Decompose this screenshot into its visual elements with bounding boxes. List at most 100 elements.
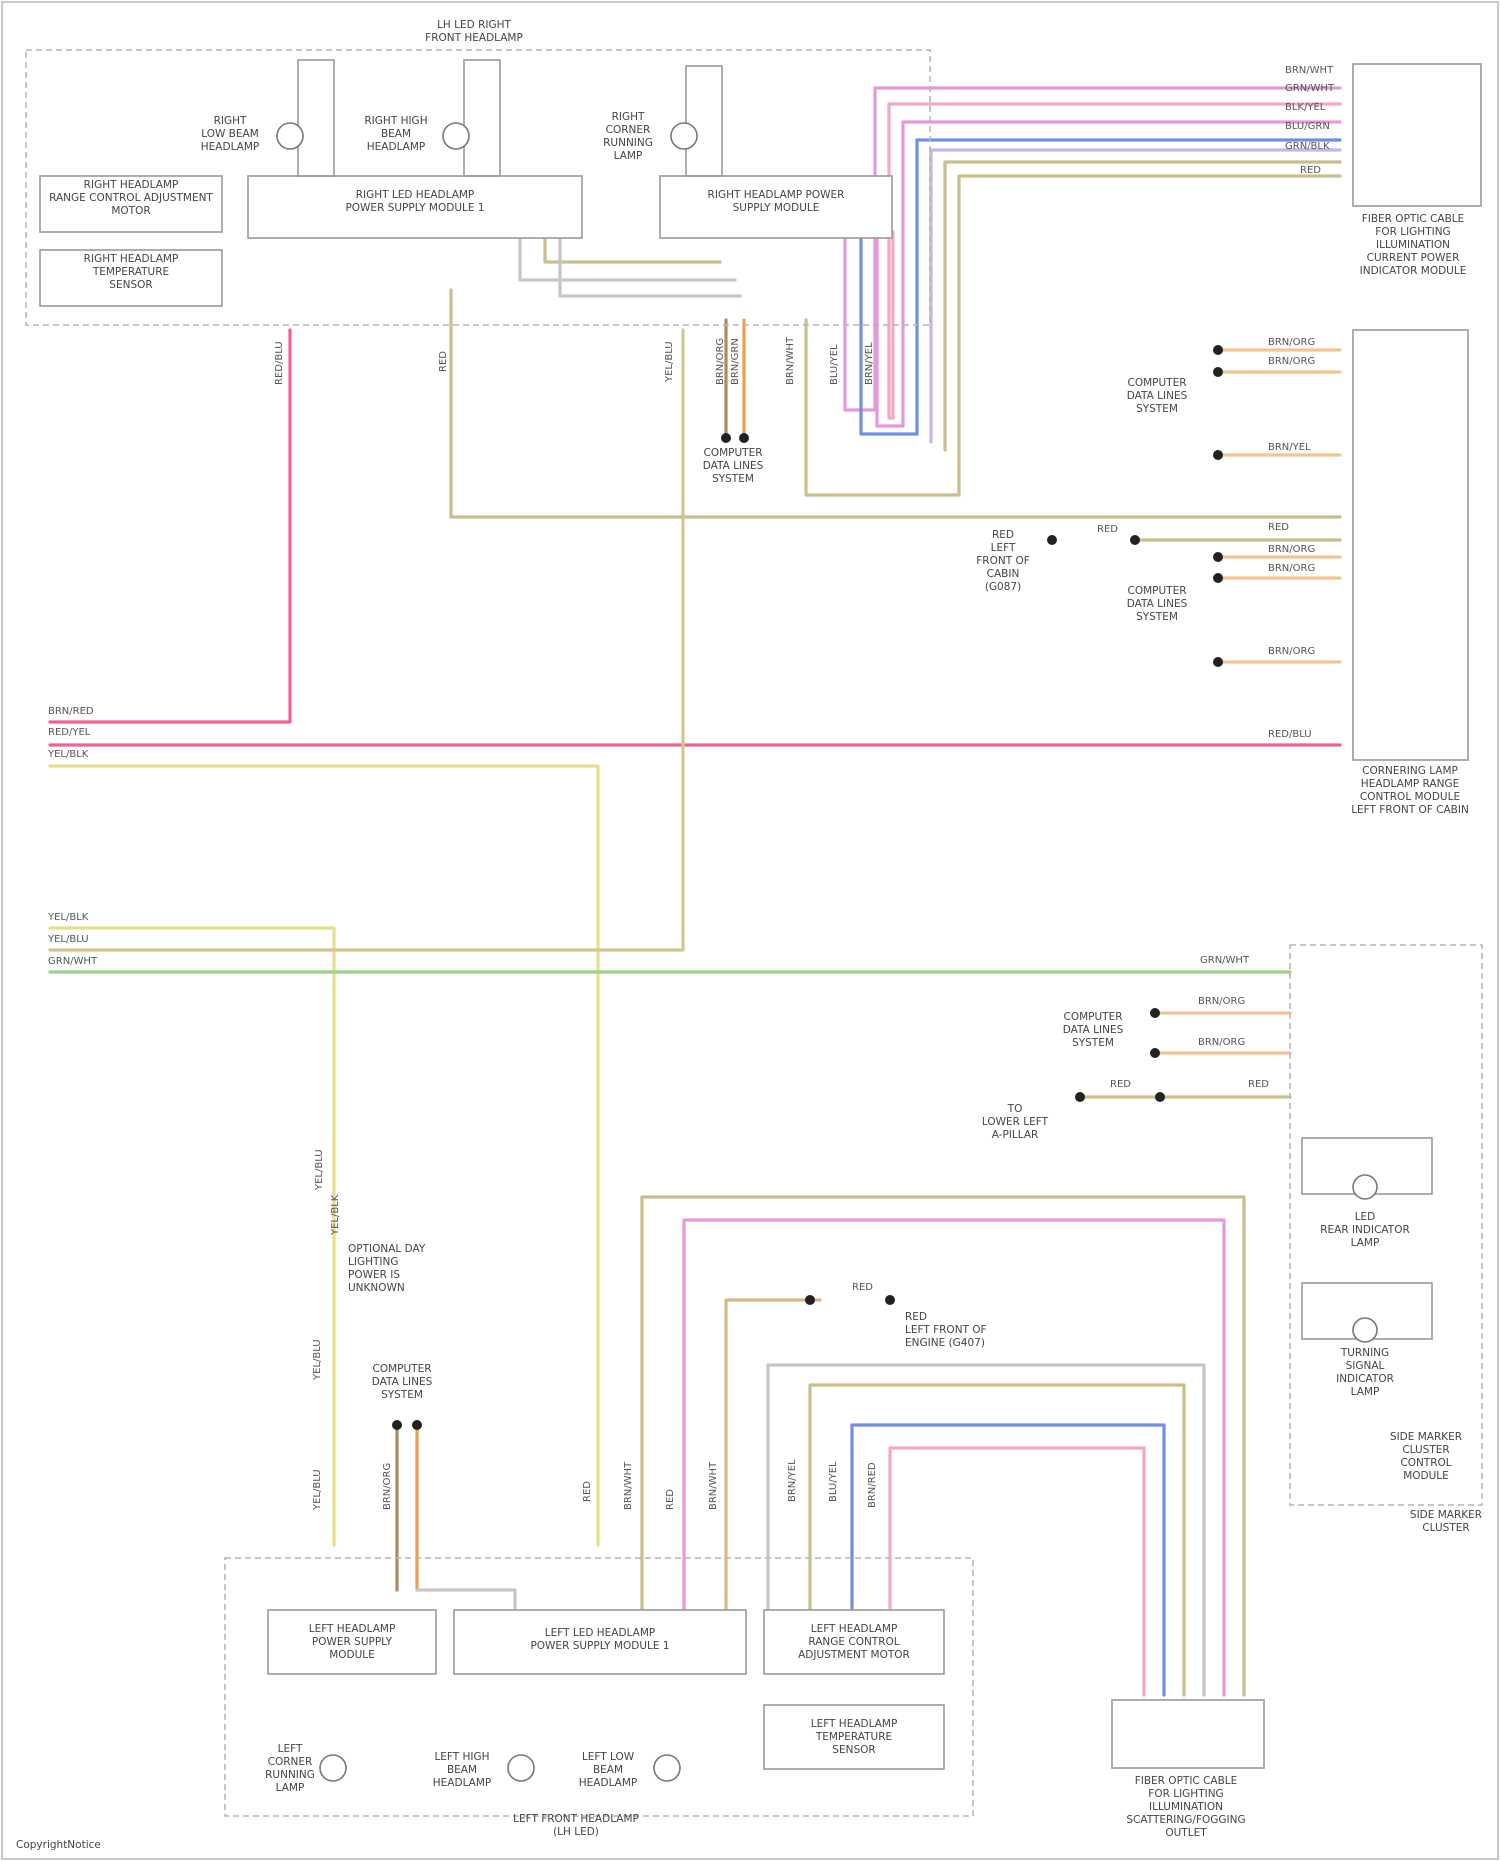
label-line: SYSTEM bbox=[1136, 403, 1178, 415]
label-line: POWER SUPPLY bbox=[312, 1636, 393, 1648]
label-line: ENGINE (G407) bbox=[905, 1337, 985, 1349]
label-line: CORNER bbox=[268, 1756, 313, 1768]
wire-label-w18: YEL/BLK bbox=[47, 912, 89, 923]
label-line: HEADLAMP bbox=[367, 141, 425, 153]
label-line: SUPPLY MODULE bbox=[733, 202, 820, 214]
label-line: CORNER bbox=[606, 124, 651, 136]
connector-dot bbox=[1213, 573, 1223, 583]
wire-label-w25: RED bbox=[1248, 1079, 1269, 1090]
wire-label-v20: BRN/RED bbox=[867, 1462, 878, 1508]
connector-dot bbox=[885, 1295, 895, 1305]
label-line: DATA LINES bbox=[1127, 390, 1188, 402]
left-low-beam-bulb-icon bbox=[654, 1755, 680, 1781]
wire-label-w13: BRN/ORG bbox=[1268, 646, 1315, 657]
label-line: COMPUTER bbox=[1063, 1011, 1122, 1023]
wire-label-v13: YEL/BLU bbox=[312, 1469, 323, 1511]
label-line: BEAM bbox=[447, 1764, 477, 1776]
label-line: CLUSTER bbox=[1422, 1522, 1469, 1534]
right-high-beam-bulb-icon bbox=[443, 123, 469, 149]
label-r-led-psm: RIGHT LED HEADLAMPPOWER SUPPLY MODULE 1 bbox=[345, 189, 484, 214]
label-line: LOWER LEFT bbox=[982, 1116, 1049, 1128]
label-line: TEMPERATURE bbox=[92, 266, 169, 278]
label-line: DATA LINES bbox=[372, 1376, 433, 1388]
label-line: HEADLAMP bbox=[579, 1777, 637, 1789]
wire-label-w27: RED bbox=[852, 1282, 873, 1293]
cornering-module-box bbox=[1353, 330, 1468, 760]
wire-label-w9: BRN/YEL bbox=[1268, 442, 1311, 453]
label-line: RIGHT HIGH bbox=[364, 115, 427, 127]
connector-dot bbox=[739, 433, 749, 443]
wire-label-w10: RED bbox=[1268, 522, 1289, 533]
wire-label-v2: RED bbox=[438, 351, 449, 372]
label-line: RED bbox=[905, 1311, 927, 1323]
label-line: OPTIONAL DAY bbox=[348, 1243, 426, 1255]
label-line: CopyrightNotice bbox=[16, 1839, 101, 1851]
label-line: LEFT LOW bbox=[582, 1751, 635, 1763]
label-line: FIBER OPTIC CABLE bbox=[1135, 1775, 1238, 1787]
label-line: LEFT HEADLAMP bbox=[811, 1623, 898, 1635]
wire-label-v17: BRN/WHT bbox=[708, 1461, 719, 1510]
wire-label-w26: RED bbox=[1097, 524, 1118, 535]
label-line: SENSOR bbox=[109, 279, 152, 291]
connector-dot bbox=[1213, 367, 1223, 377]
wire-label-v18: BRN/YEL bbox=[787, 1459, 798, 1502]
wire-label-v10: YEL/BLK bbox=[330, 1194, 341, 1236]
right-low-beam-bulb-icon bbox=[277, 123, 303, 149]
wire-label-v7: BLU/YEL bbox=[829, 344, 840, 385]
label-line: LAMP bbox=[1351, 1237, 1380, 1249]
label-line: CLUSTER bbox=[1402, 1444, 1449, 1456]
connector-dot bbox=[1047, 535, 1057, 545]
label-line: COMPUTER bbox=[703, 447, 762, 459]
connector-dot bbox=[1213, 552, 1223, 562]
label-line: LIGHTING bbox=[348, 1256, 398, 1268]
wire-label-v15: BRN/WHT bbox=[623, 1461, 634, 1510]
label-line: COMPUTER bbox=[1127, 377, 1186, 389]
label-line: (G087) bbox=[985, 581, 1021, 593]
rear-indicator-bulb-icon bbox=[1353, 1175, 1377, 1199]
label-line: SIDE MARKER bbox=[1410, 1509, 1482, 1521]
wire-label-v1: RED/BLU bbox=[274, 341, 285, 385]
label-line: SYSTEM bbox=[1136, 611, 1178, 623]
label-line: CORNERING LAMP bbox=[1362, 765, 1458, 777]
label-line: RIGHT HEADLAMP POWER bbox=[708, 189, 845, 201]
label-line: RANGE CONTROL ADJUSTMENT bbox=[49, 192, 213, 204]
fiber-optic-right-box bbox=[1353, 64, 1481, 206]
label-line: RIGHT LED HEADLAMP bbox=[356, 189, 475, 201]
left-corner-bulb-icon bbox=[320, 1755, 346, 1781]
label-line: LEFT HEADLAMP bbox=[811, 1718, 898, 1730]
label-line: RANGE CONTROL bbox=[808, 1636, 899, 1648]
label-line: POWER SUPPLY MODULE 1 bbox=[345, 202, 484, 214]
wire-label-w24: RED bbox=[1110, 1079, 1131, 1090]
label-line: CONTROL bbox=[1400, 1457, 1451, 1469]
wire-label-w16: RED/YEL bbox=[48, 727, 91, 738]
label-line: FRONT HEADLAMP bbox=[425, 32, 523, 44]
wire-label-v8: BRN/YEL bbox=[864, 342, 875, 385]
connector-dot bbox=[1130, 535, 1140, 545]
label-line: LEFT HIGH bbox=[434, 1751, 489, 1763]
label-footer: CopyrightNotice bbox=[16, 1839, 101, 1851]
label-line: RIGHT HEADLAMP bbox=[84, 179, 179, 191]
label-line: LED bbox=[1355, 1211, 1376, 1223]
label-line: COMPUTER bbox=[1127, 585, 1186, 597]
wire-label-w2: GRN/WHT bbox=[1285, 83, 1335, 94]
label-line: POWER SUPPLY MODULE 1 bbox=[530, 1640, 669, 1652]
label-line: TURNING bbox=[1340, 1347, 1389, 1359]
label-line: CONTROL MODULE bbox=[1360, 791, 1460, 803]
label-line: RIGHT bbox=[214, 115, 247, 127]
label-line: DATA LINES bbox=[1127, 598, 1188, 610]
label-line: MODULE bbox=[329, 1649, 375, 1661]
label-line: LEFT FRONT HEADLAMP bbox=[513, 1813, 639, 1825]
label-line: CABIN bbox=[987, 568, 1020, 580]
label-line: RED bbox=[992, 529, 1014, 541]
wire-label-w22: BRN/ORG bbox=[1198, 996, 1245, 1007]
fiber-optic-left-box bbox=[1112, 1700, 1264, 1768]
label-line: (LH LED) bbox=[553, 1826, 599, 1838]
left-high-beam-bulb-icon bbox=[508, 1755, 534, 1781]
label-line: SYSTEM bbox=[381, 1389, 423, 1401]
label-line: LH LED RIGHT bbox=[437, 19, 511, 31]
label-line: HEADLAMP bbox=[433, 1777, 491, 1789]
